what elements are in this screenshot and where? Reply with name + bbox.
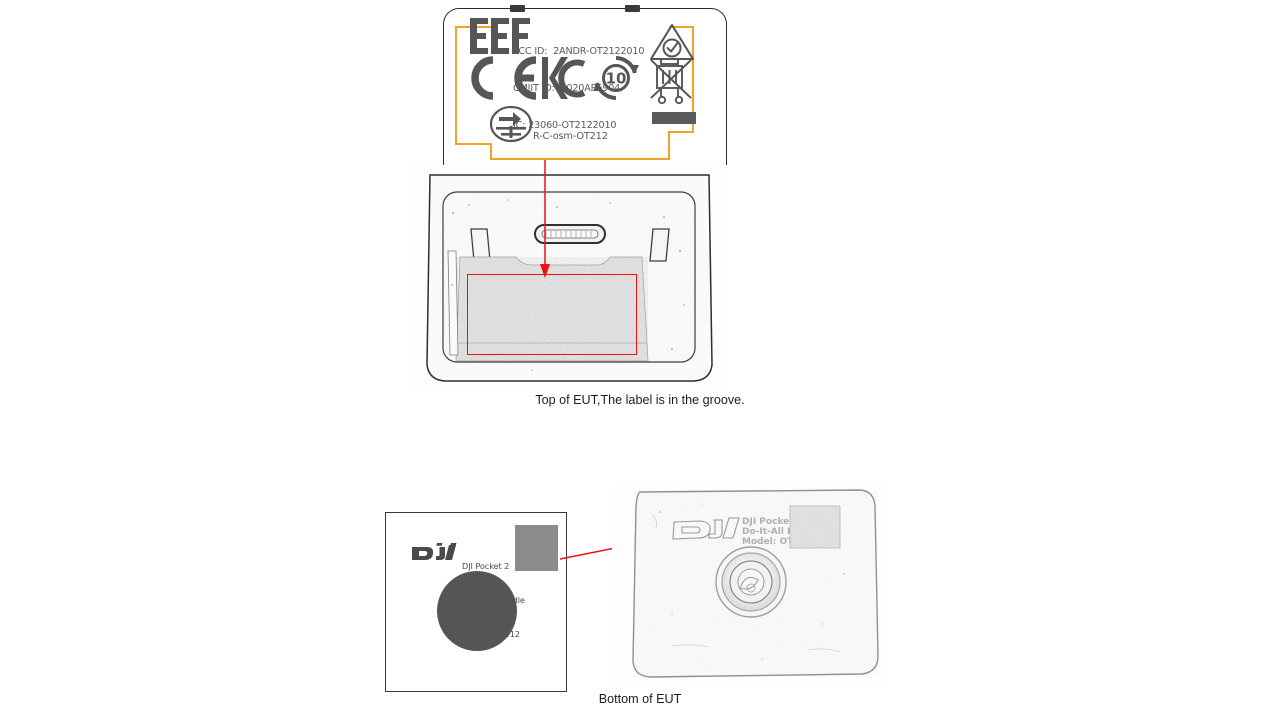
kc-mark-icon — [541, 55, 586, 101]
nameplate-grey-square — [515, 525, 558, 571]
section-bottom-of-eut: DJI Pocket 2 Do-It-All Handle Model: OT-… — [0, 470, 1280, 720]
embossed-product-name: DJI Pocket 2 — [742, 517, 803, 527]
section-top-of-eut: FCC ID: 2ANDR-OT2122010 CMIIT ID: 2020AP… — [412, 2, 745, 407]
photo-bottom-of-eut: DJI Pocket 2 Do-It-All Handle Model: OT-… — [612, 484, 889, 689]
china-rohs-mark-icon: 10 — [591, 54, 641, 102]
embossed-subtitle: Do-It-All Handle — [742, 527, 823, 537]
eac-mark-icon — [470, 18, 530, 54]
ce-mark-icon — [462, 54, 540, 102]
device-tab-right-icon — [625, 5, 640, 12]
telec-mark-icon — [489, 102, 533, 146]
dji-nameplate: DJI Pocket 2 Do-It-All Handle Model: OT-… — [385, 512, 567, 692]
rcm-code-text: R-C-osm-OT212 — [533, 131, 608, 143]
photo-top-of-eut — [412, 165, 727, 387]
weee-mark-icon — [649, 54, 695, 106]
caption-top-of-eut: Top of EUT,The label is in the groove. — [535, 393, 745, 407]
embossed-model: Model: OT-212 — [742, 537, 815, 547]
rohs-years-value: 10 — [606, 70, 627, 88]
device-tab-left-icon — [510, 5, 525, 12]
fcc-id-text: FCC ID: 2ANDR-OT2122010 — [513, 45, 645, 57]
ic-id-text: IC: 23060-OT2122010 — [513, 120, 617, 132]
dji-logo-icon — [411, 543, 459, 563]
regulatory-label-artwork: FCC ID: 2ANDR-OT2122010 CMIIT ID: 2020AP… — [443, 2, 731, 218]
label-area-outline — [455, 26, 707, 160]
label-data-bar — [652, 112, 696, 124]
caption-bottom-of-eut: Bottom of EUT — [598, 692, 682, 706]
dji-product-name: DJI Pocket 2 — [462, 561, 510, 572]
nameplate-dark-circle — [437, 571, 517, 651]
